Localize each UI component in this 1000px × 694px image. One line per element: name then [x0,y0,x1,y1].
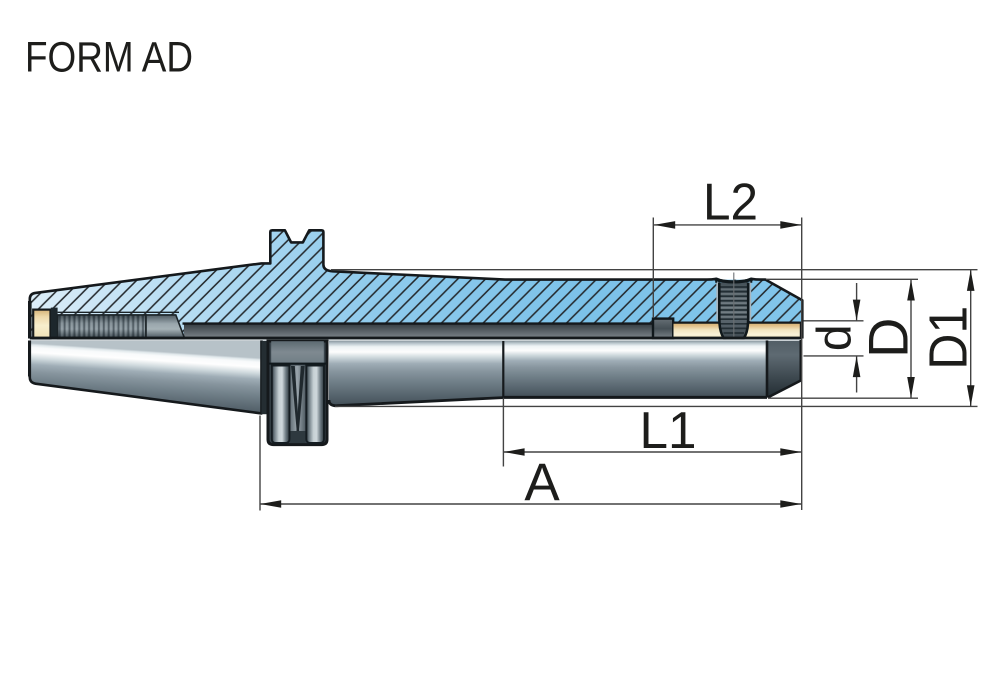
svg-text:L2: L2 [703,174,758,232]
svg-text:D: D [857,318,920,358]
svg-text:FORM AD: FORM AD [25,34,193,81]
svg-text:D1: D1 [919,306,979,370]
svg-text:A: A [524,453,560,512]
svg-text:d: d [809,324,862,351]
svg-text:L1: L1 [640,402,697,460]
